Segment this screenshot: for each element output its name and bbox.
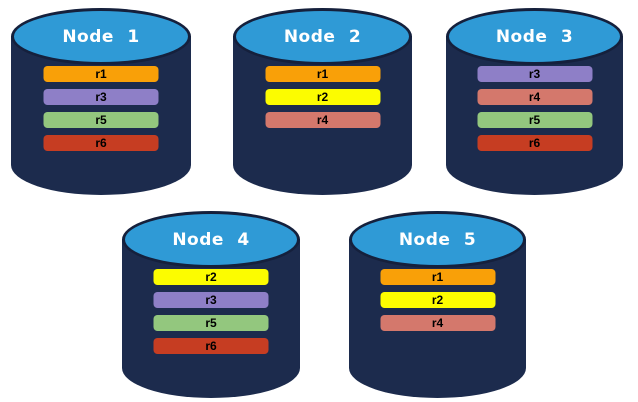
node-label: Node 4 (172, 229, 250, 250)
replica-bar-r4: r4 (380, 315, 495, 331)
replica-bar-r3: r3 (43, 89, 159, 105)
node-label: Node 2 (283, 26, 362, 47)
replica-bar-r3: r3 (153, 292, 269, 308)
replica-list: r3 r4 r5 r6 (477, 66, 592, 151)
replica-bar-r6: r6 (477, 135, 592, 151)
replica-bar-r4: r4 (265, 112, 380, 128)
replica-bar-r2: r2 (265, 89, 380, 105)
cylinder-top-ellipse: Node 1 (11, 8, 191, 65)
database-node-2: Node 2 r1 r2 r4 (233, 8, 412, 195)
replica-bar-r2: r2 (380, 292, 495, 308)
replica-list: r1 r3 r5 r6 (43, 66, 159, 151)
replica-list: r1 r2 r4 (265, 66, 380, 128)
cylinder-top-ellipse: Node 4 (122, 211, 300, 268)
cylinder-top-ellipse: Node 2 (233, 8, 412, 65)
replica-list: r2 r3 r5 r6 (153, 269, 269, 354)
node-label: Node 3 (495, 26, 574, 47)
replica-bar-r1: r1 (265, 66, 380, 82)
database-node-5: Node 5 r1 r2 r4 (349, 211, 526, 398)
replica-bar-r1: r1 (380, 269, 495, 285)
replica-bar-r1: r1 (43, 66, 159, 82)
cylinder-top-ellipse: Node 5 (349, 211, 526, 268)
node-label: Node 1 (62, 26, 140, 47)
replica-bar-r6: r6 (43, 135, 159, 151)
replica-bar-r5: r5 (153, 315, 269, 331)
replica-bar-r2: r2 (153, 269, 269, 285)
node-label: Node 5 (398, 229, 477, 250)
database-node-4: Node 4 r2 r3 r5 r6 (122, 211, 300, 398)
replica-bar-r6: r6 (153, 338, 269, 354)
replica-bar-r5: r5 (477, 112, 592, 128)
cylinder-top-ellipse: Node 3 (446, 8, 623, 65)
replica-list: r1 r2 r4 (380, 269, 495, 331)
database-node-1: Node 1 r1 r3 r5 r6 (11, 8, 191, 195)
replica-bar-r4: r4 (477, 89, 592, 105)
replica-bar-r3: r3 (477, 66, 592, 82)
replica-bar-r5: r5 (43, 112, 159, 128)
database-node-3: Node 3 r3 r4 r5 r6 (446, 8, 623, 195)
